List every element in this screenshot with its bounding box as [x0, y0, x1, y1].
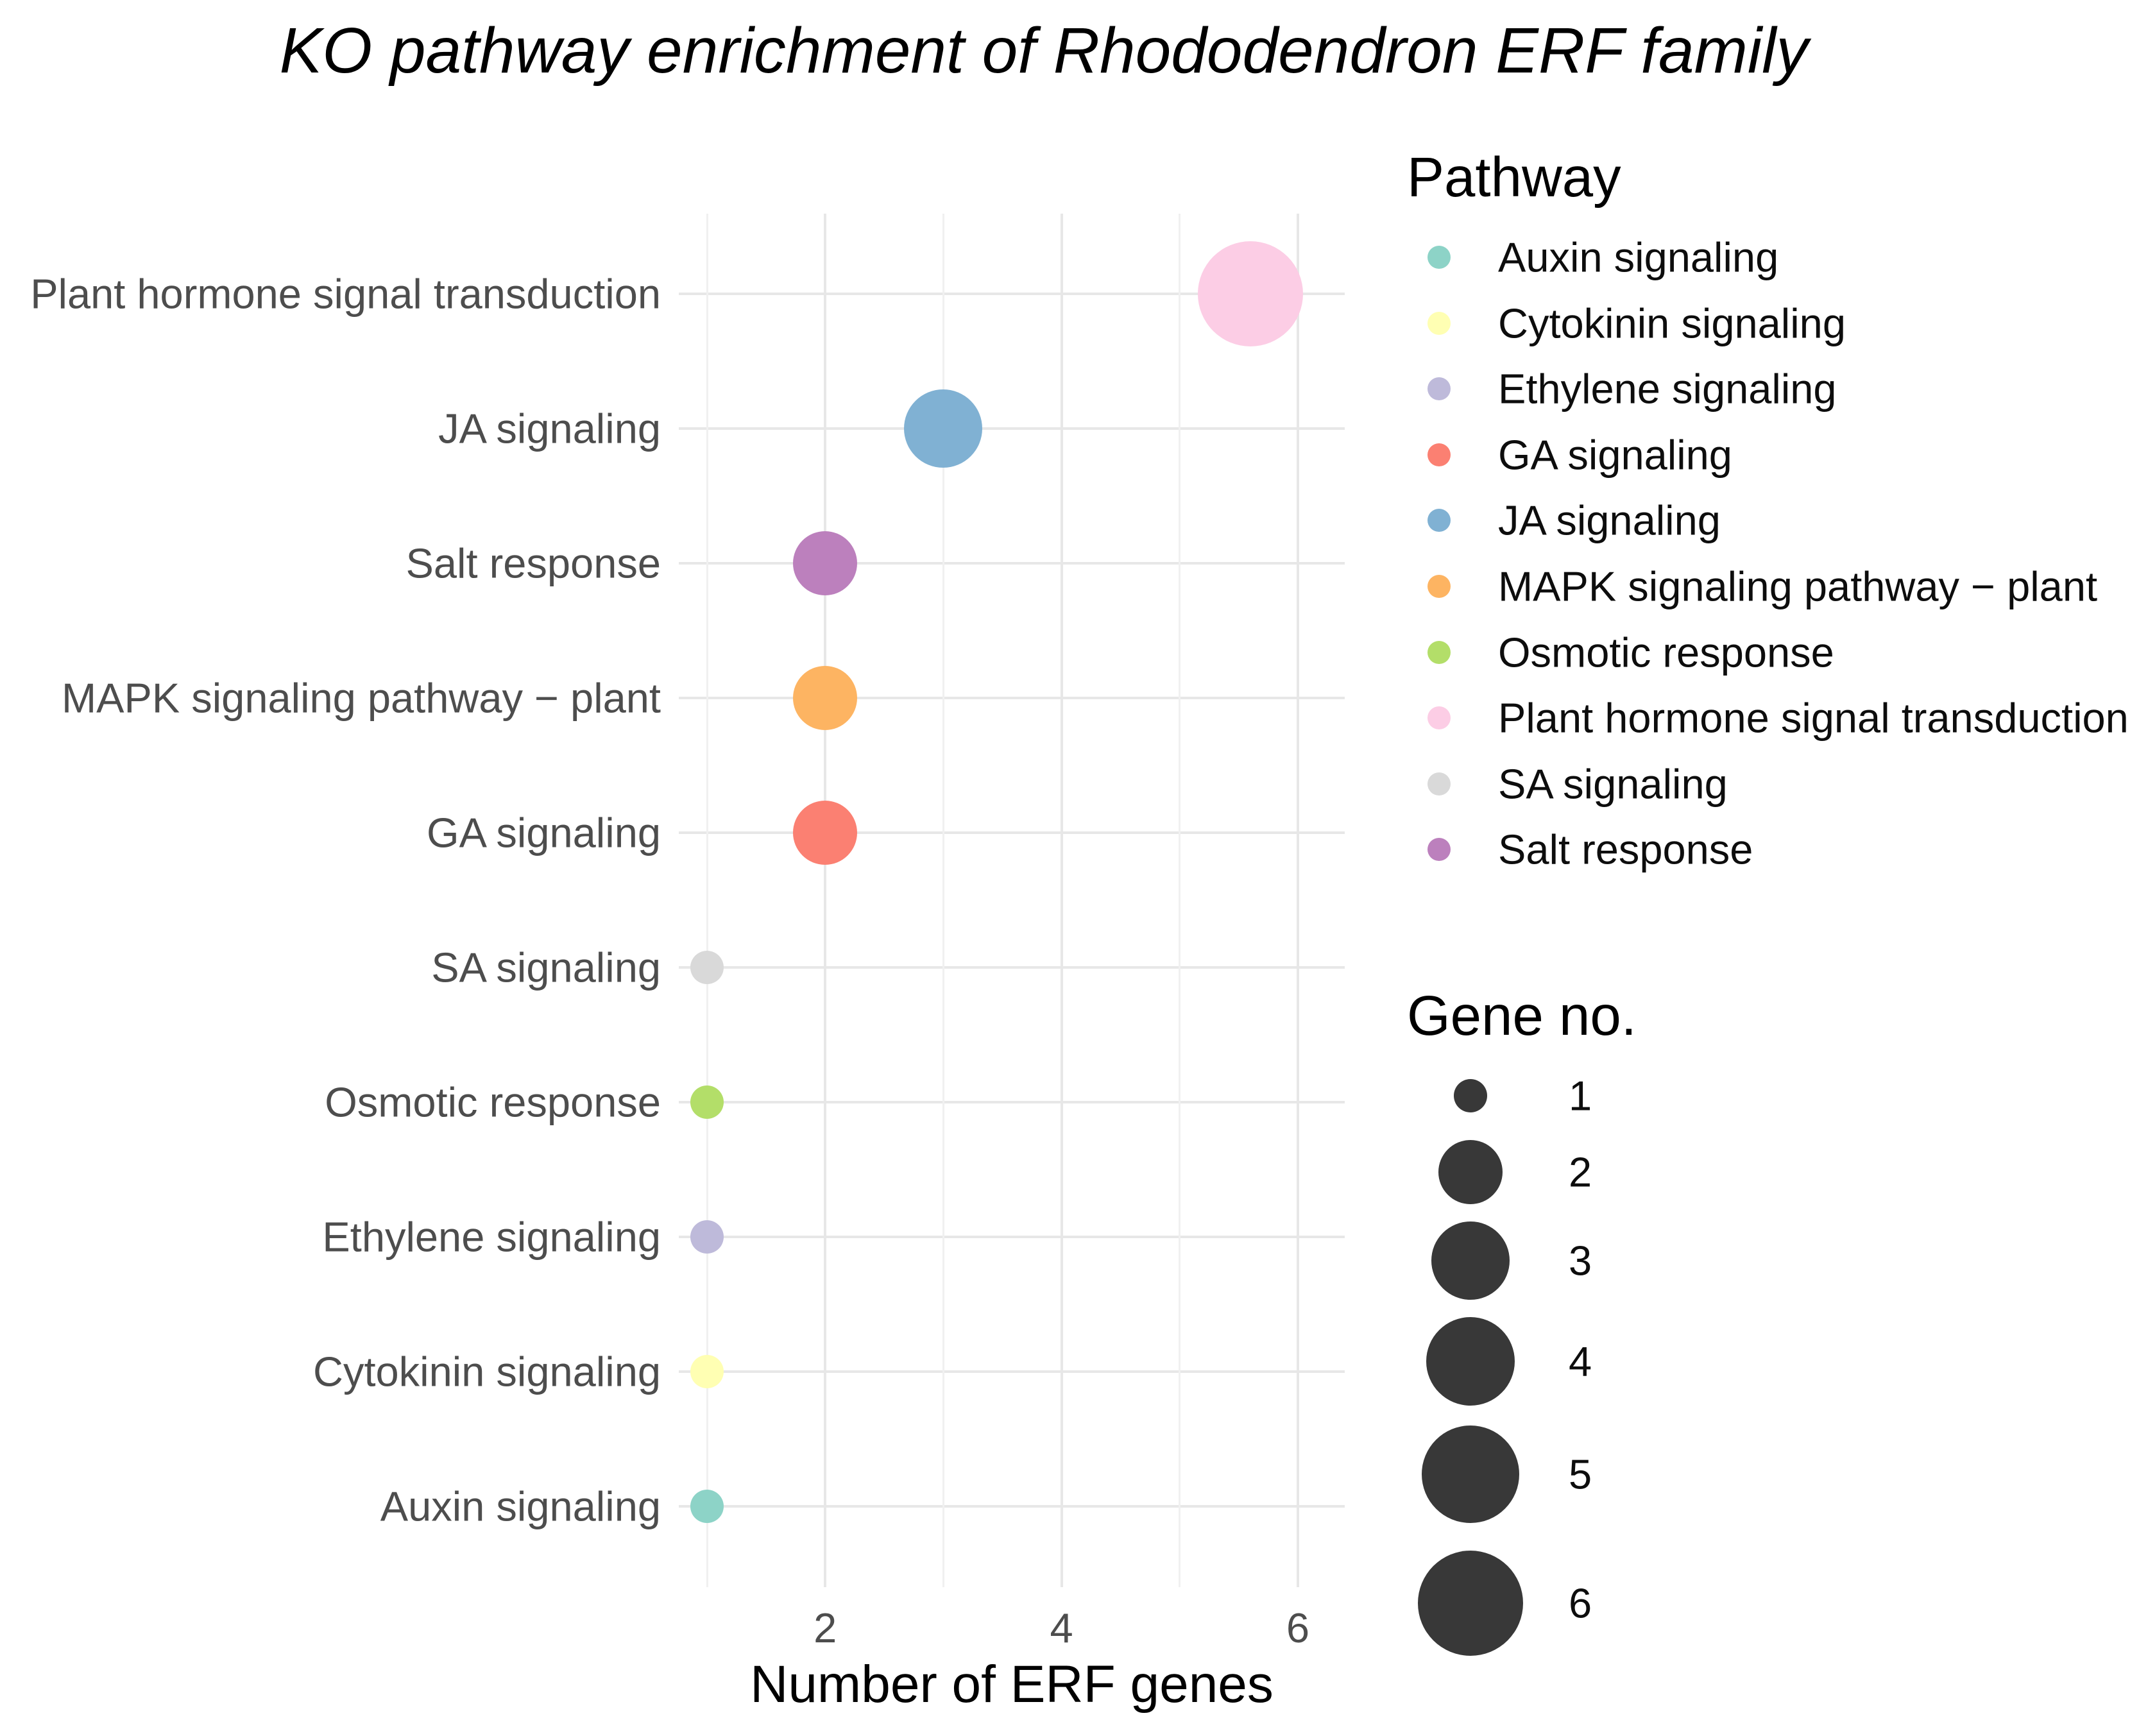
legend-size-swatch [1418, 1551, 1523, 1656]
legend-pathway-item-label: Cytokinin signaling [1498, 300, 1846, 347]
legend-size-swatch [1454, 1079, 1487, 1112]
legend-size-swatch [1422, 1425, 1519, 1523]
y-axis-label: Ethylene signaling [322, 1213, 661, 1261]
legend-pathway-item-label: SA signaling [1498, 760, 1728, 808]
legend-pathway-item-label: GA signaling [1498, 431, 1732, 479]
y-axis-label: Osmotic response [325, 1078, 661, 1126]
x-axis-tick-label: 6 [1286, 1604, 1310, 1651]
y-axis-label: SA signaling [431, 944, 661, 991]
data-bubble [793, 801, 858, 865]
gridline-vertical-minor [706, 214, 708, 1587]
gridline-horizontal [679, 1236, 1345, 1238]
legend-size-title: Gene no. [1407, 985, 1637, 1047]
legend-pathway-item-label: Plant hormone signal transduction [1498, 694, 2129, 742]
legend-size-item-label: 2 [1569, 1148, 1592, 1196]
y-axis-label: Auxin signaling [380, 1483, 661, 1530]
x-axis-tick-label: 2 [814, 1604, 837, 1651]
gridline-horizontal [679, 1505, 1345, 1508]
legend-color-swatch [1427, 706, 1451, 730]
x-axis-tick-label: 4 [1050, 1604, 1073, 1651]
gridline-horizontal [679, 1370, 1345, 1373]
legend-size-item-label: 5 [1569, 1451, 1592, 1498]
legend-size-swatch [1431, 1221, 1510, 1300]
gridline-horizontal [679, 831, 1345, 834]
x-axis-title: Number of ERF genes [750, 1655, 1274, 1714]
legend-color-swatch [1427, 575, 1451, 598]
legend-color-swatch [1427, 838, 1451, 862]
data-bubble [793, 531, 858, 595]
data-bubble [690, 951, 724, 984]
gridline-horizontal [679, 562, 1345, 565]
data-bubble [690, 1220, 724, 1254]
legend-pathway-item-label: Ethylene signaling [1498, 365, 1837, 413]
data-bubble [904, 389, 983, 468]
legend-pathway-item-label: MAPK signaling pathway − plant [1498, 563, 2098, 610]
legend-size-item-label: 4 [1569, 1338, 1592, 1385]
legend-color-swatch [1427, 509, 1451, 532]
gridline-horizontal [679, 293, 1345, 295]
y-axis-label: Cytokinin signaling [313, 1348, 661, 1395]
legend-color-swatch [1427, 377, 1451, 401]
gridline-vertical-minor [942, 214, 944, 1587]
legend-color-swatch [1427, 640, 1451, 664]
y-axis-label: Salt response [405, 540, 661, 587]
y-axis-label: JA signaling [438, 405, 661, 452]
legend-size-item-label: 3 [1569, 1237, 1592, 1284]
legend-size-item-label: 6 [1569, 1579, 1592, 1627]
gridline-horizontal [679, 427, 1345, 430]
legend-color-swatch [1427, 246, 1451, 269]
legend-pathway-title: Pathway [1407, 146, 1621, 208]
data-bubble [690, 1355, 724, 1388]
legend-pathway-item-label: JA signaling [1498, 497, 1721, 544]
chart-title: KO pathway enrichment of Rhododendron ER… [279, 15, 1809, 87]
legend-pathway-item-label: Salt response [1498, 826, 1753, 873]
gridline-horizontal [679, 697, 1345, 699]
legend-color-swatch [1427, 311, 1451, 335]
legend-pathway-item-label: Auxin signaling [1498, 234, 1779, 281]
data-bubble [690, 1490, 724, 1523]
data-bubble [690, 1085, 724, 1119]
data-bubble [1198, 241, 1304, 346]
gridline-vertical-major [1060, 214, 1063, 1587]
legend-color-swatch [1427, 772, 1451, 796]
data-bubble [793, 666, 858, 730]
legend-size-swatch [1426, 1317, 1515, 1406]
legend-pathway-item-label: Osmotic response [1498, 629, 1834, 676]
y-axis-label: GA signaling [427, 809, 661, 856]
legend-size-item-label: 1 [1569, 1072, 1592, 1119]
y-axis-label: Plant hormone signal transduction [30, 270, 661, 318]
gridline-horizontal [679, 1101, 1345, 1103]
gridline-vertical-major [824, 214, 827, 1587]
plot-panel [679, 214, 1345, 1587]
gridline-vertical-minor [1179, 214, 1181, 1587]
legend-color-swatch [1427, 443, 1451, 466]
legend-size-swatch [1438, 1140, 1503, 1204]
y-axis-label: MAPK signaling pathway − plant [61, 674, 661, 722]
gridline-vertical-major [1297, 214, 1299, 1587]
gridline-horizontal [679, 966, 1345, 969]
